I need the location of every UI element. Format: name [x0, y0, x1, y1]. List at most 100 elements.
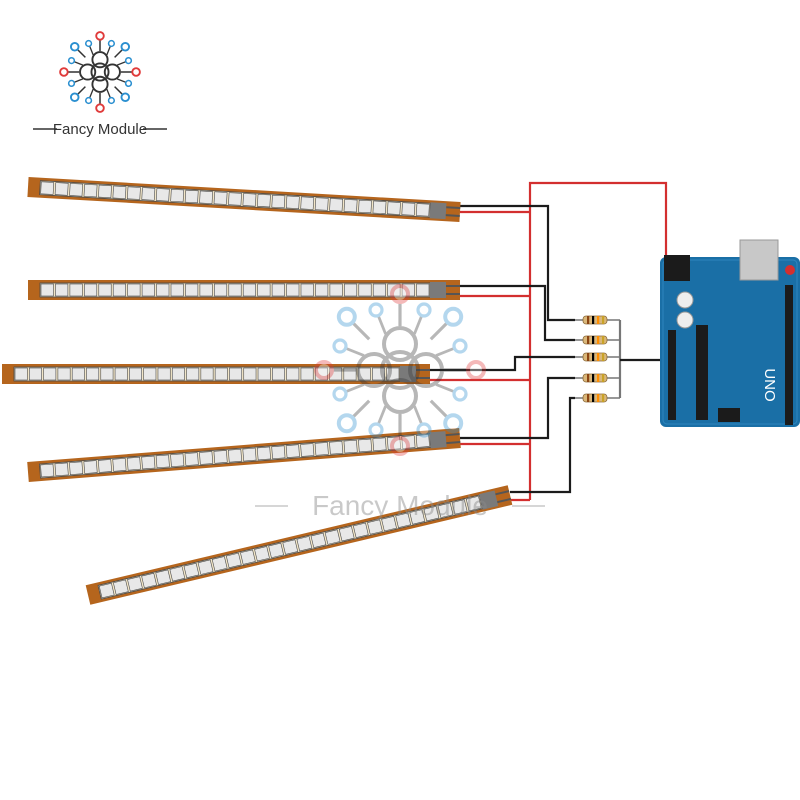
resistor-icon: [575, 352, 620, 362]
sensor-cell: [344, 283, 358, 297]
reset-button-icon: [785, 265, 795, 275]
sensor-cell: [214, 283, 228, 297]
logo-trace: [374, 405, 387, 431]
sensor-cell: [98, 283, 112, 297]
resistor-band: [592, 336, 595, 344]
sensor-cell: [143, 367, 157, 381]
sensor-cell: [242, 193, 257, 207]
sensor-cell: [271, 283, 285, 297]
signal-wire: [460, 284, 575, 342]
sensor-cell: [200, 367, 214, 381]
usb-port-icon: [739, 239, 779, 281]
sensor-cell: [310, 532, 327, 549]
sensor-cell: [372, 283, 386, 297]
sensor-cell: [257, 367, 271, 381]
sensor-cell: [228, 283, 242, 297]
arduino-uno-board: UNO: [660, 239, 800, 427]
sensor-cell: [415, 203, 430, 217]
sensor-cell: [271, 194, 286, 209]
sensor-cell: [214, 367, 228, 381]
sensor-cell: [415, 434, 430, 448]
sensor-cell: [40, 463, 55, 478]
sensor-cell: [409, 509, 426, 525]
resistor-band: [597, 336, 600, 344]
sensor-pin: [445, 433, 460, 437]
sensor-cell: [141, 455, 156, 470]
resistor-icon: [575, 393, 620, 403]
sensor-cell: [199, 451, 214, 465]
logo-petal: [79, 63, 97, 81]
board-pcb: [660, 257, 800, 427]
sensor-cell: [256, 446, 271, 461]
logo-node: [466, 360, 486, 380]
logo-node: [84, 96, 93, 105]
logo-trace: [339, 383, 365, 396]
flex-sensor-body: [27, 177, 461, 222]
sensor-cell: [387, 201, 401, 215]
sensor-cell: [54, 182, 69, 196]
sensor-cell: [98, 184, 112, 199]
sensor-cell: [372, 437, 387, 452]
logo-node: [332, 386, 348, 402]
logo-node: [416, 302, 432, 318]
capacitor-icon: [676, 311, 694, 329]
sensor-cell: [86, 367, 100, 381]
sensor-pin: [495, 490, 510, 496]
sensor-cell: [113, 579, 129, 595]
logo-trace: [345, 399, 371, 425]
sensor-cell: [451, 499, 468, 515]
sensor-cell: [83, 183, 98, 198]
logo-node: [336, 413, 357, 434]
sensor-cell: [242, 447, 257, 462]
resistor-band: [592, 316, 595, 324]
sensor-cell: [242, 283, 256, 297]
sensor-cell: [213, 450, 228, 464]
flex-sensor-body: [85, 485, 513, 605]
logo-node: [107, 96, 116, 105]
sensor-pin: [446, 206, 461, 210]
sensor-cell: [126, 456, 141, 471]
sensor-pin: [497, 497, 512, 504]
logo-node: [452, 338, 468, 354]
sensor-cell: [40, 283, 54, 297]
sensor-pin: [446, 440, 461, 445]
signal-wire: [510, 396, 575, 494]
logo-petal: [382, 378, 418, 414]
logo-node: [124, 56, 133, 65]
resistor-band: [587, 336, 590, 344]
sensor-cell: [84, 283, 98, 297]
flex-sensor: [27, 428, 461, 482]
sensor-cell: [381, 516, 397, 532]
sensor-cell: [357, 367, 371, 381]
resistor-band: [597, 353, 600, 361]
sensor-connector: [429, 431, 447, 449]
sensor-cell: [155, 188, 170, 202]
board-label: UNO: [761, 368, 778, 401]
sensor-cell: [169, 566, 186, 582]
digital-header-icon: [785, 285, 793, 425]
sensor-cell: [386, 367, 400, 381]
logo-node: [443, 413, 464, 434]
sensor-cell: [141, 572, 157, 589]
logo-petal: [91, 51, 109, 69]
resistor-band: [587, 353, 590, 361]
sensor-cell: [257, 283, 271, 297]
sensor-cell: [314, 367, 328, 381]
sensor-cell: [141, 187, 156, 201]
atmega-chip-icon: [696, 325, 708, 420]
sensor-cell: [240, 549, 256, 565]
sensor-cell: [285, 195, 300, 209]
sensor-cell: [416, 283, 430, 297]
sensor-cell: [271, 445, 286, 460]
watermark-caption: Fancy Module: [255, 490, 545, 521]
resistor-band: [602, 374, 605, 382]
sensor-cell: [401, 283, 415, 297]
sensor-cell: [372, 367, 386, 381]
sensor-connector: [430, 282, 446, 298]
sensor-cell: [98, 582, 115, 599]
logo-node: [107, 39, 116, 48]
logo-trace: [413, 405, 426, 431]
resistor-icon: [575, 315, 620, 325]
resistor-icon: [575, 373, 620, 383]
sensor-cell: [114, 367, 128, 381]
